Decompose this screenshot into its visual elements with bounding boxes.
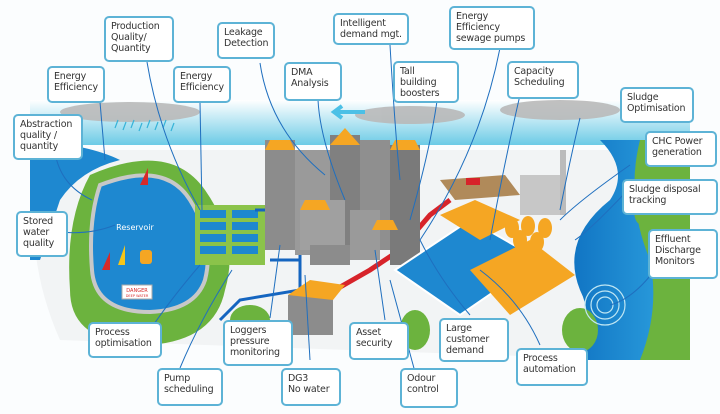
callout-process-optimisation: Process optimisation — [88, 322, 162, 358]
callout-pump-scheduling: Pump scheduling — [157, 368, 223, 406]
callout-odour-control: Odour control — [400, 368, 458, 408]
buoy-icon — [140, 250, 152, 264]
callout-sludge-optimisation: Sludge Optimisation — [620, 87, 694, 123]
callout-leader-lines — [54, 44, 651, 373]
callout-chc-power: CHC Power generation — [645, 131, 717, 167]
callout-large-customer-demand: Large customer demand — [439, 318, 509, 362]
callout-stored-water-quality: Stored water quality — [16, 211, 68, 257]
river-left — [30, 140, 120, 260]
tractor-icon — [466, 178, 480, 185]
callout-sludge-disposal: Sludge disposal tracking — [622, 179, 718, 215]
flow-arrow-icon — [330, 104, 365, 120]
reservoir-label: Reservoir — [116, 223, 154, 232]
farm-field — [440, 175, 520, 200]
city-buildings — [265, 128, 420, 265]
callout-energy-efficiency-1: Energy Efficiency — [47, 66, 105, 103]
rain-icon — [114, 119, 175, 132]
power-plant — [505, 150, 566, 252]
callout-energy-efficiency-sewage: Energy Efficiency sewage pumps — [449, 6, 535, 50]
treatment-works — [195, 205, 265, 265]
clouds — [60, 100, 620, 124]
danger-sign — [121, 284, 153, 300]
callout-energy-efficiency-2: Energy Efficiency — [173, 66, 231, 103]
callout-dma-analysis: DMA Analysis — [284, 62, 342, 101]
callout-abstraction-quality: Abstraction quality / quantity — [13, 114, 83, 160]
callout-asset-security: Asset security — [349, 322, 409, 360]
callout-leakage-detection: Leakage Detection — [217, 22, 275, 59]
discharge-ripples-icon — [584, 284, 626, 326]
callout-intelligent-demand: Intelligent demand mgt. — [333, 13, 409, 45]
callout-process-automation: Process automation — [516, 348, 588, 386]
sewage-treatment-grid — [393, 200, 575, 317]
danger-sign-subtext: DEEP WATER — [126, 294, 149, 298]
callout-effluent-discharge: Effluent Discharge Monitors — [648, 229, 718, 279]
callout-production-quality: Production Quality/ Quantity — [104, 16, 174, 62]
reservoir-water — [89, 173, 210, 315]
danger-sign-text: DANGER — [126, 288, 148, 294]
callout-dg3-no-water: DG3 No water — [281, 368, 341, 406]
house-icon — [288, 280, 345, 335]
callout-capacity-scheduling: Capacity Scheduling — [507, 61, 579, 99]
callout-loggers-pressure: Loggers pressure monitoring — [223, 320, 293, 366]
callout-tall-building-boosters: Tall building boosters — [393, 61, 459, 103]
sailboats-icon — [102, 168, 148, 270]
